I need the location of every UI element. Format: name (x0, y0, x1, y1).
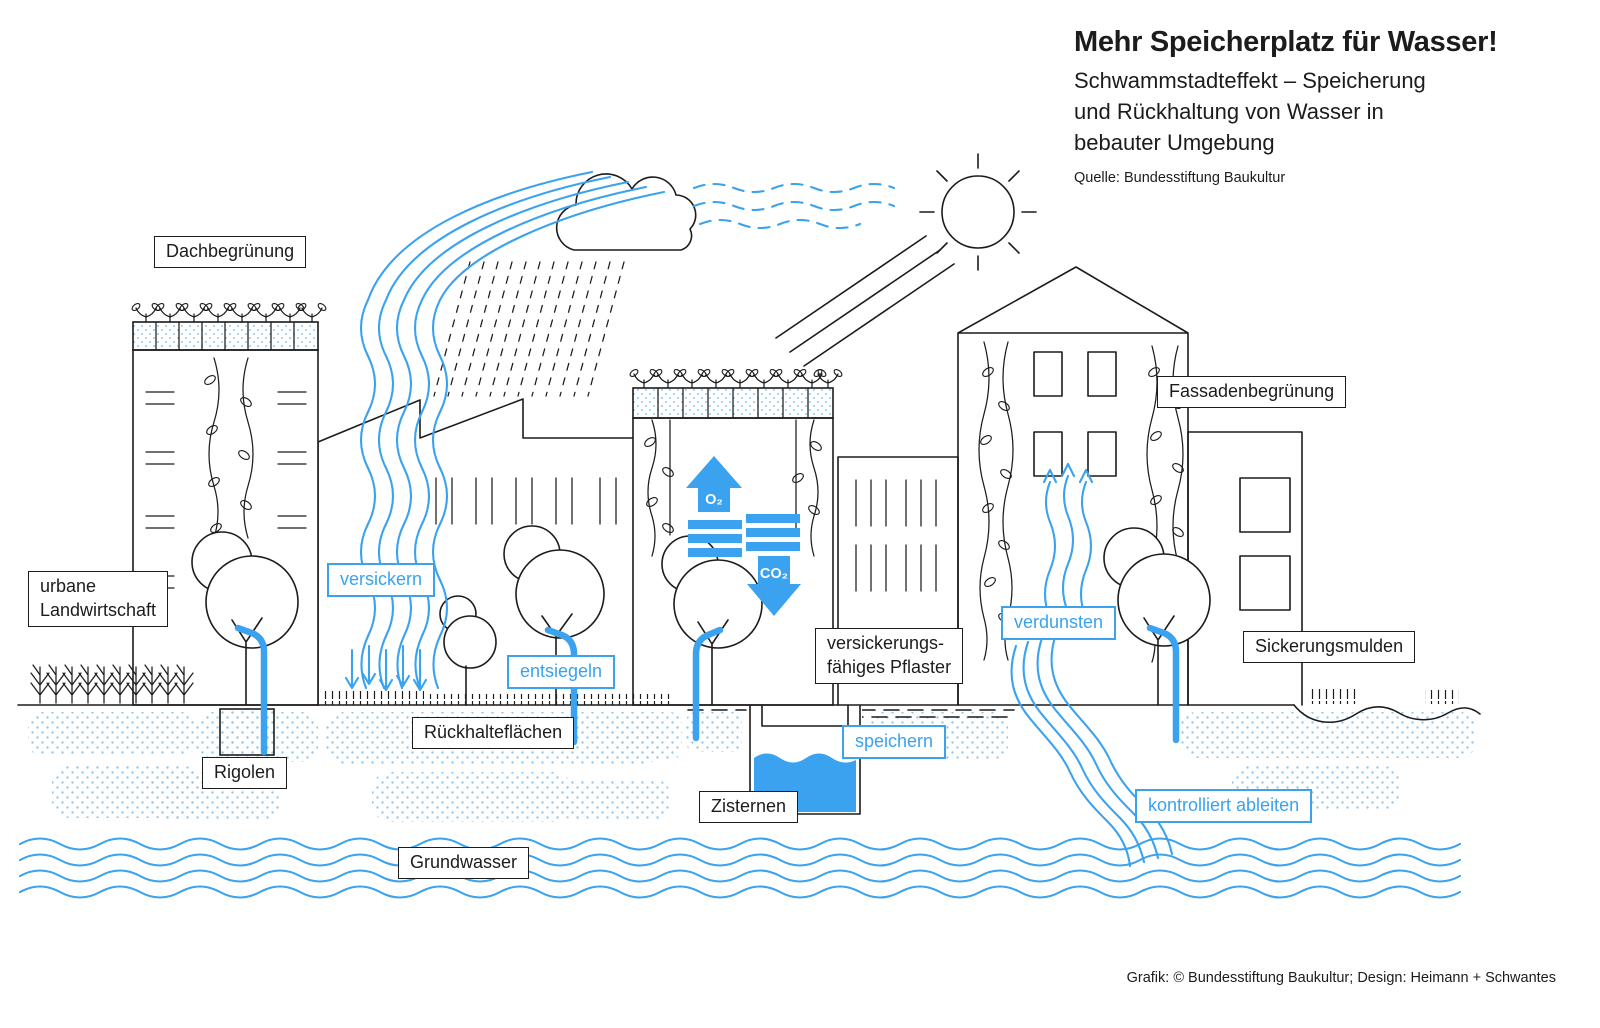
left-building (130, 301, 328, 706)
o2-label: O₂ (705, 492, 723, 508)
label-speichern: speichern (842, 725, 947, 759)
label-versickern: versickern (327, 563, 436, 597)
retention-grass (322, 689, 1459, 705)
green-roof-middle (628, 367, 844, 419)
label-sickerungsmulden: Sickerungsmulden (1243, 631, 1416, 663)
label-kontrolliert-ableiten: kontrolliert ableiten (1135, 789, 1313, 823)
tree (503, 525, 605, 706)
label-fassadenbegruenung: Fassadenbegrünung (1157, 376, 1347, 408)
label-grundwasser: Grundwasser (398, 847, 530, 879)
infiltration-arrows (344, 644, 428, 692)
infiltration-swales (1293, 704, 1481, 723)
far-right-building (1187, 431, 1303, 706)
label-entsiegeln: entsiegeln (507, 655, 616, 689)
groundwater-waves (18, 837, 1462, 899)
facade-greenery-tower (204, 357, 254, 539)
tree (1103, 527, 1211, 706)
label-dachbegruenung: Dachbegrünung (154, 236, 307, 268)
evaporation-arrows (1042, 462, 1094, 620)
label-verdunsten: verdunsten (1001, 606, 1117, 640)
infiltration-stream (359, 170, 666, 690)
factory-building (317, 398, 641, 706)
page-subtitle: Schwammstadteffekt – Speicherung und Rüc… (1074, 68, 1426, 156)
hanging-vines (644, 419, 822, 557)
vapor-waves (692, 182, 896, 230)
page-title: Mehr Speicherplatz für Wasser! (1074, 26, 1498, 58)
co2-label: CO₂ (760, 566, 788, 582)
label-zisternen: Zisternen (699, 791, 799, 823)
rain-cloud-icon (555, 173, 697, 251)
label-versickerungsfaehiges-pflaster: versickerungs- fähiges Pflaster (815, 628, 964, 684)
trees (191, 525, 1211, 706)
label-urbane-landwirtschaft: urbane Landwirtschaft (28, 571, 169, 627)
tree-bush (439, 595, 497, 706)
source-line: Quelle: Bundesstiftung Baukultur (1074, 169, 1286, 186)
label-rigolen: Rigolen (202, 757, 288, 789)
irrigation-pipes (234, 624, 1180, 756)
o2-arrow-icon (686, 456, 742, 512)
green-roof-left (130, 301, 328, 351)
tree (191, 531, 299, 706)
credit-line: Grafik: © Bundesstiftung Baukultur; Desi… (1126, 970, 1556, 986)
title-block: Mehr Speicherplatz für Wasser! Schwammst… (1074, 26, 1574, 186)
label-rueckhalteflaechen: Rückhalteflächen (412, 717, 575, 749)
sun-rays (775, 235, 955, 367)
drainage-stream (1010, 632, 1174, 868)
o2-co2-exchange: O₂ CO₂ (686, 456, 801, 616)
co2-arrow-icon (747, 556, 801, 616)
soil-dots (28, 712, 1476, 822)
sun-icon (775, 153, 1037, 367)
rainfall (433, 261, 625, 397)
